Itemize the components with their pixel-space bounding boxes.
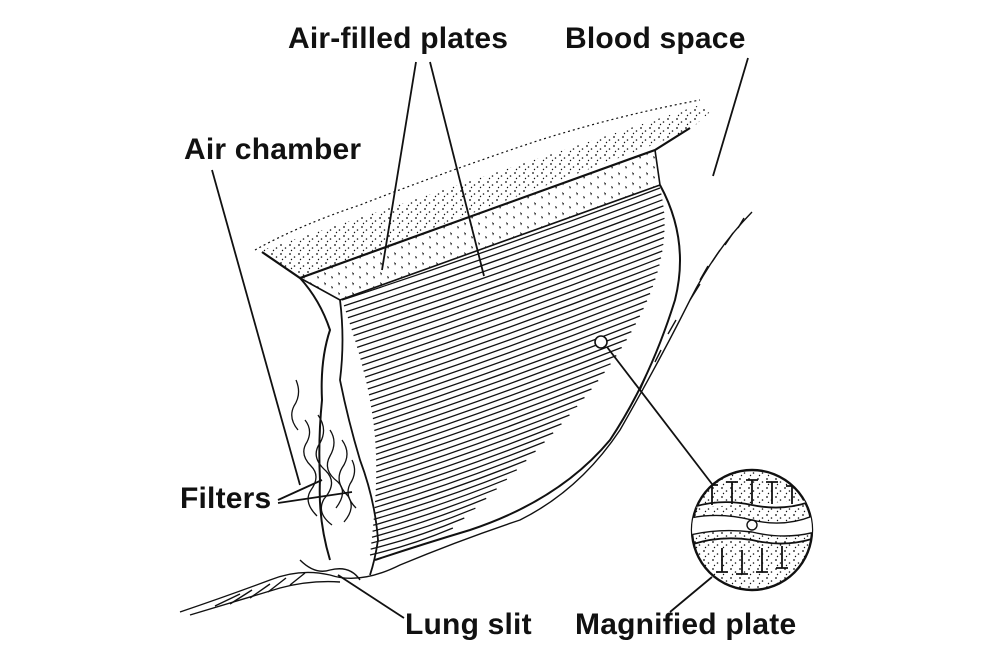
magnification-point (595, 336, 607, 348)
lung-plate-line (374, 460, 526, 513)
label-lung-slit: Lung slit (405, 608, 532, 642)
leader-lung-slit (338, 575, 404, 618)
leader-filters-b (278, 492, 352, 503)
lung-plate-line (376, 415, 570, 484)
label-filters: Filters (180, 482, 271, 516)
lung-plate-line (375, 442, 544, 502)
leader-blood-space (713, 58, 748, 176)
lung-plate-line (369, 294, 650, 395)
lung-slit-floor (180, 212, 752, 615)
leader-magnified-point (607, 347, 712, 484)
magnified-plate-inset (690, 470, 820, 600)
filters-squiggles (292, 380, 356, 525)
leader-air-chamber (212, 170, 300, 485)
lung-plate-line (371, 508, 475, 543)
lung-plate-line (373, 489, 497, 532)
label-air-chamber: Air chamber (184, 133, 361, 167)
label-air-filled-plates: Air-filled plates (288, 22, 508, 56)
leader-magnified-plate (670, 577, 712, 612)
label-magnified-plate: Magnified plate (575, 608, 796, 642)
label-blood-space: Blood space (565, 22, 746, 56)
lung-plate-line (372, 316, 640, 413)
air-chamber-wall (300, 278, 330, 560)
block-left-edge (340, 300, 378, 575)
